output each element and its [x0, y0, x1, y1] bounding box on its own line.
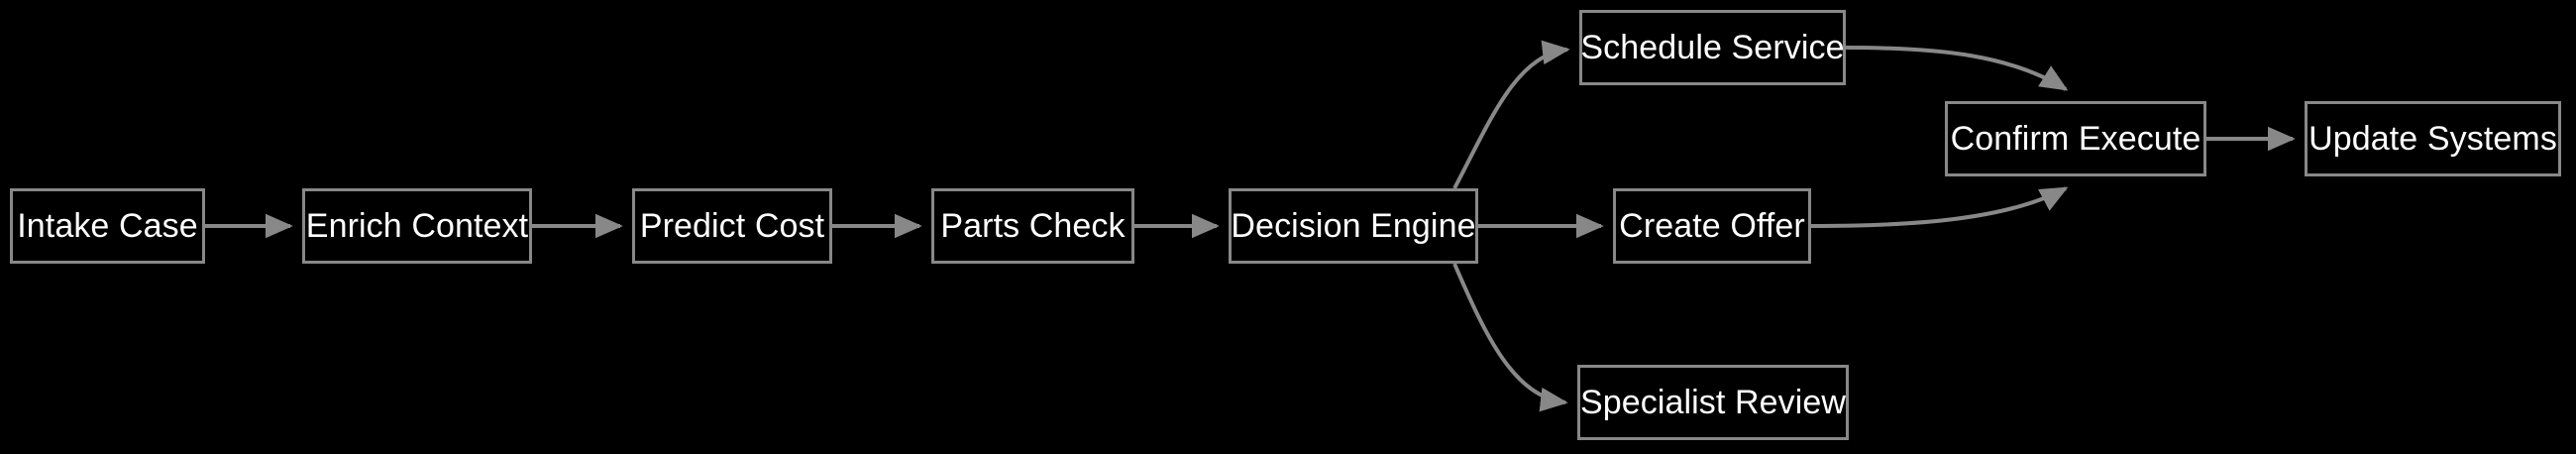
node-intake-case[interactable]: Intake Case: [10, 188, 205, 264]
edge-create-offer-to-confirm-execute: [1810, 186, 2069, 228]
node-predict-cost[interactable]: Predict Cost: [632, 188, 832, 264]
node-enrich-context[interactable]: Enrich Context: [302, 188, 532, 264]
node-label-intake-case: Intake Case: [17, 207, 198, 245]
node-label-predict-cost: Predict Cost: [639, 207, 825, 245]
node-label-decision-engine: Decision Engine: [1231, 207, 1476, 245]
node-decision-engine[interactable]: Decision Engine: [1229, 188, 1478, 264]
edge-decision-engine-to-specialist-review: [1452, 263, 1568, 412]
node-label-parts-check: Parts Check: [940, 207, 1126, 245]
node-label-enrich-context: Enrich Context: [305, 207, 529, 245]
node-label-specialist-review: Specialist Review: [1579, 384, 1847, 421]
node-label-update-systems: Update Systems: [2308, 120, 2557, 158]
node-create-offer[interactable]: Create Offer: [1613, 188, 1811, 264]
node-schedule-service[interactable]: Schedule Service: [1579, 10, 1846, 85]
node-label-create-offer: Create Offer: [1619, 207, 1805, 245]
node-label-schedule-service: Schedule Service: [1580, 29, 1845, 66]
node-specialist-review[interactable]: Specialist Review: [1577, 365, 1849, 440]
node-confirm-execute[interactable]: Confirm Execute: [1945, 101, 2206, 176]
edge-schedule-service-to-confirm-execute: [1845, 46, 2069, 91]
node-update-systems[interactable]: Update Systems: [2305, 101, 2561, 176]
node-parts-check[interactable]: Parts Check: [931, 188, 1134, 264]
node-label-confirm-execute: Confirm Execute: [1950, 120, 2201, 158]
edge-decision-engine-to-schedule-service: [1452, 40, 1570, 189]
